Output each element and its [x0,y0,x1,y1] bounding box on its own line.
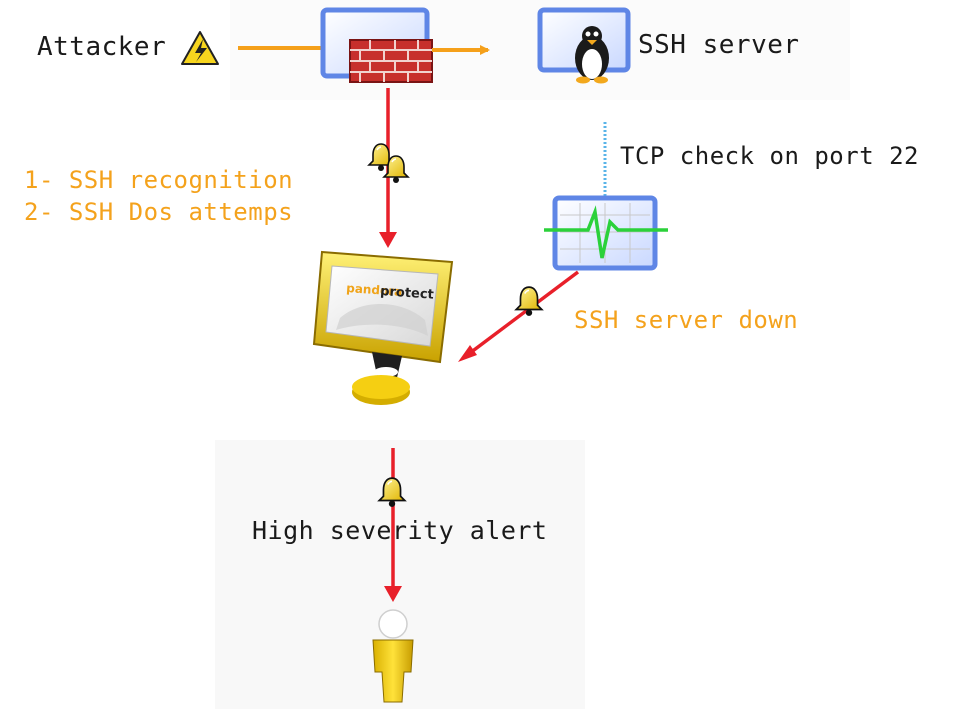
bell-icon [368,143,409,184]
linux-penguin-icon [537,7,631,84]
ssh-server-label: SSH server [638,30,800,60]
warning-icon [181,31,219,65]
monitor-logo-a: pandora [346,281,403,299]
step1-label: 1- SSH recognition [24,166,294,194]
alert-arrow-server-down [468,270,580,355]
firewall-icon [320,7,433,83]
attacker-label: Attacker [37,32,167,62]
user-icon [372,609,414,703]
alert-label: High severity alert [252,516,548,545]
server-down-label: SSH server down [574,306,799,334]
bell-icon [515,286,543,317]
monitor-logo-b: protect [380,284,435,303]
step2-label: 2- SSH Dos attemps [24,198,294,226]
network-monitor-icon [544,195,668,271]
monitor-icon: pandora protect [312,250,454,405]
tcp-check-label: TCP check on port 22 [620,142,919,170]
